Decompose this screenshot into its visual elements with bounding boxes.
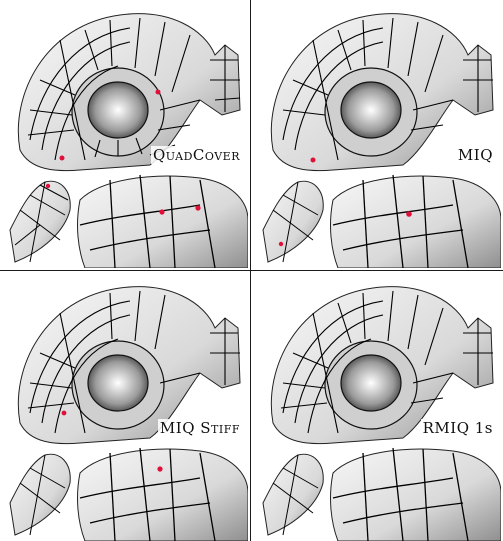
panel-quadcover: QuadCover [0, 0, 248, 268]
rmiq-rendering [262, 286, 501, 541]
horizontal-divider [0, 270, 503, 271]
miq-rendering [262, 13, 501, 268]
panel-label: QuadCover [150, 146, 242, 164]
panel-label: MIQ [455, 146, 495, 164]
panel-miq: MIQ [253, 0, 501, 268]
panel-label: RMIQ 1s [420, 419, 495, 437]
miq-stiff-rendering [9, 286, 248, 541]
panel-label: MIQ Stiff [157, 419, 242, 437]
quadcover-rendering [0, 13, 248, 268]
panel-rmiq: RMIQ 1s [253, 273, 501, 541]
panel-miq-stiff: MIQ Stiff [0, 273, 248, 541]
